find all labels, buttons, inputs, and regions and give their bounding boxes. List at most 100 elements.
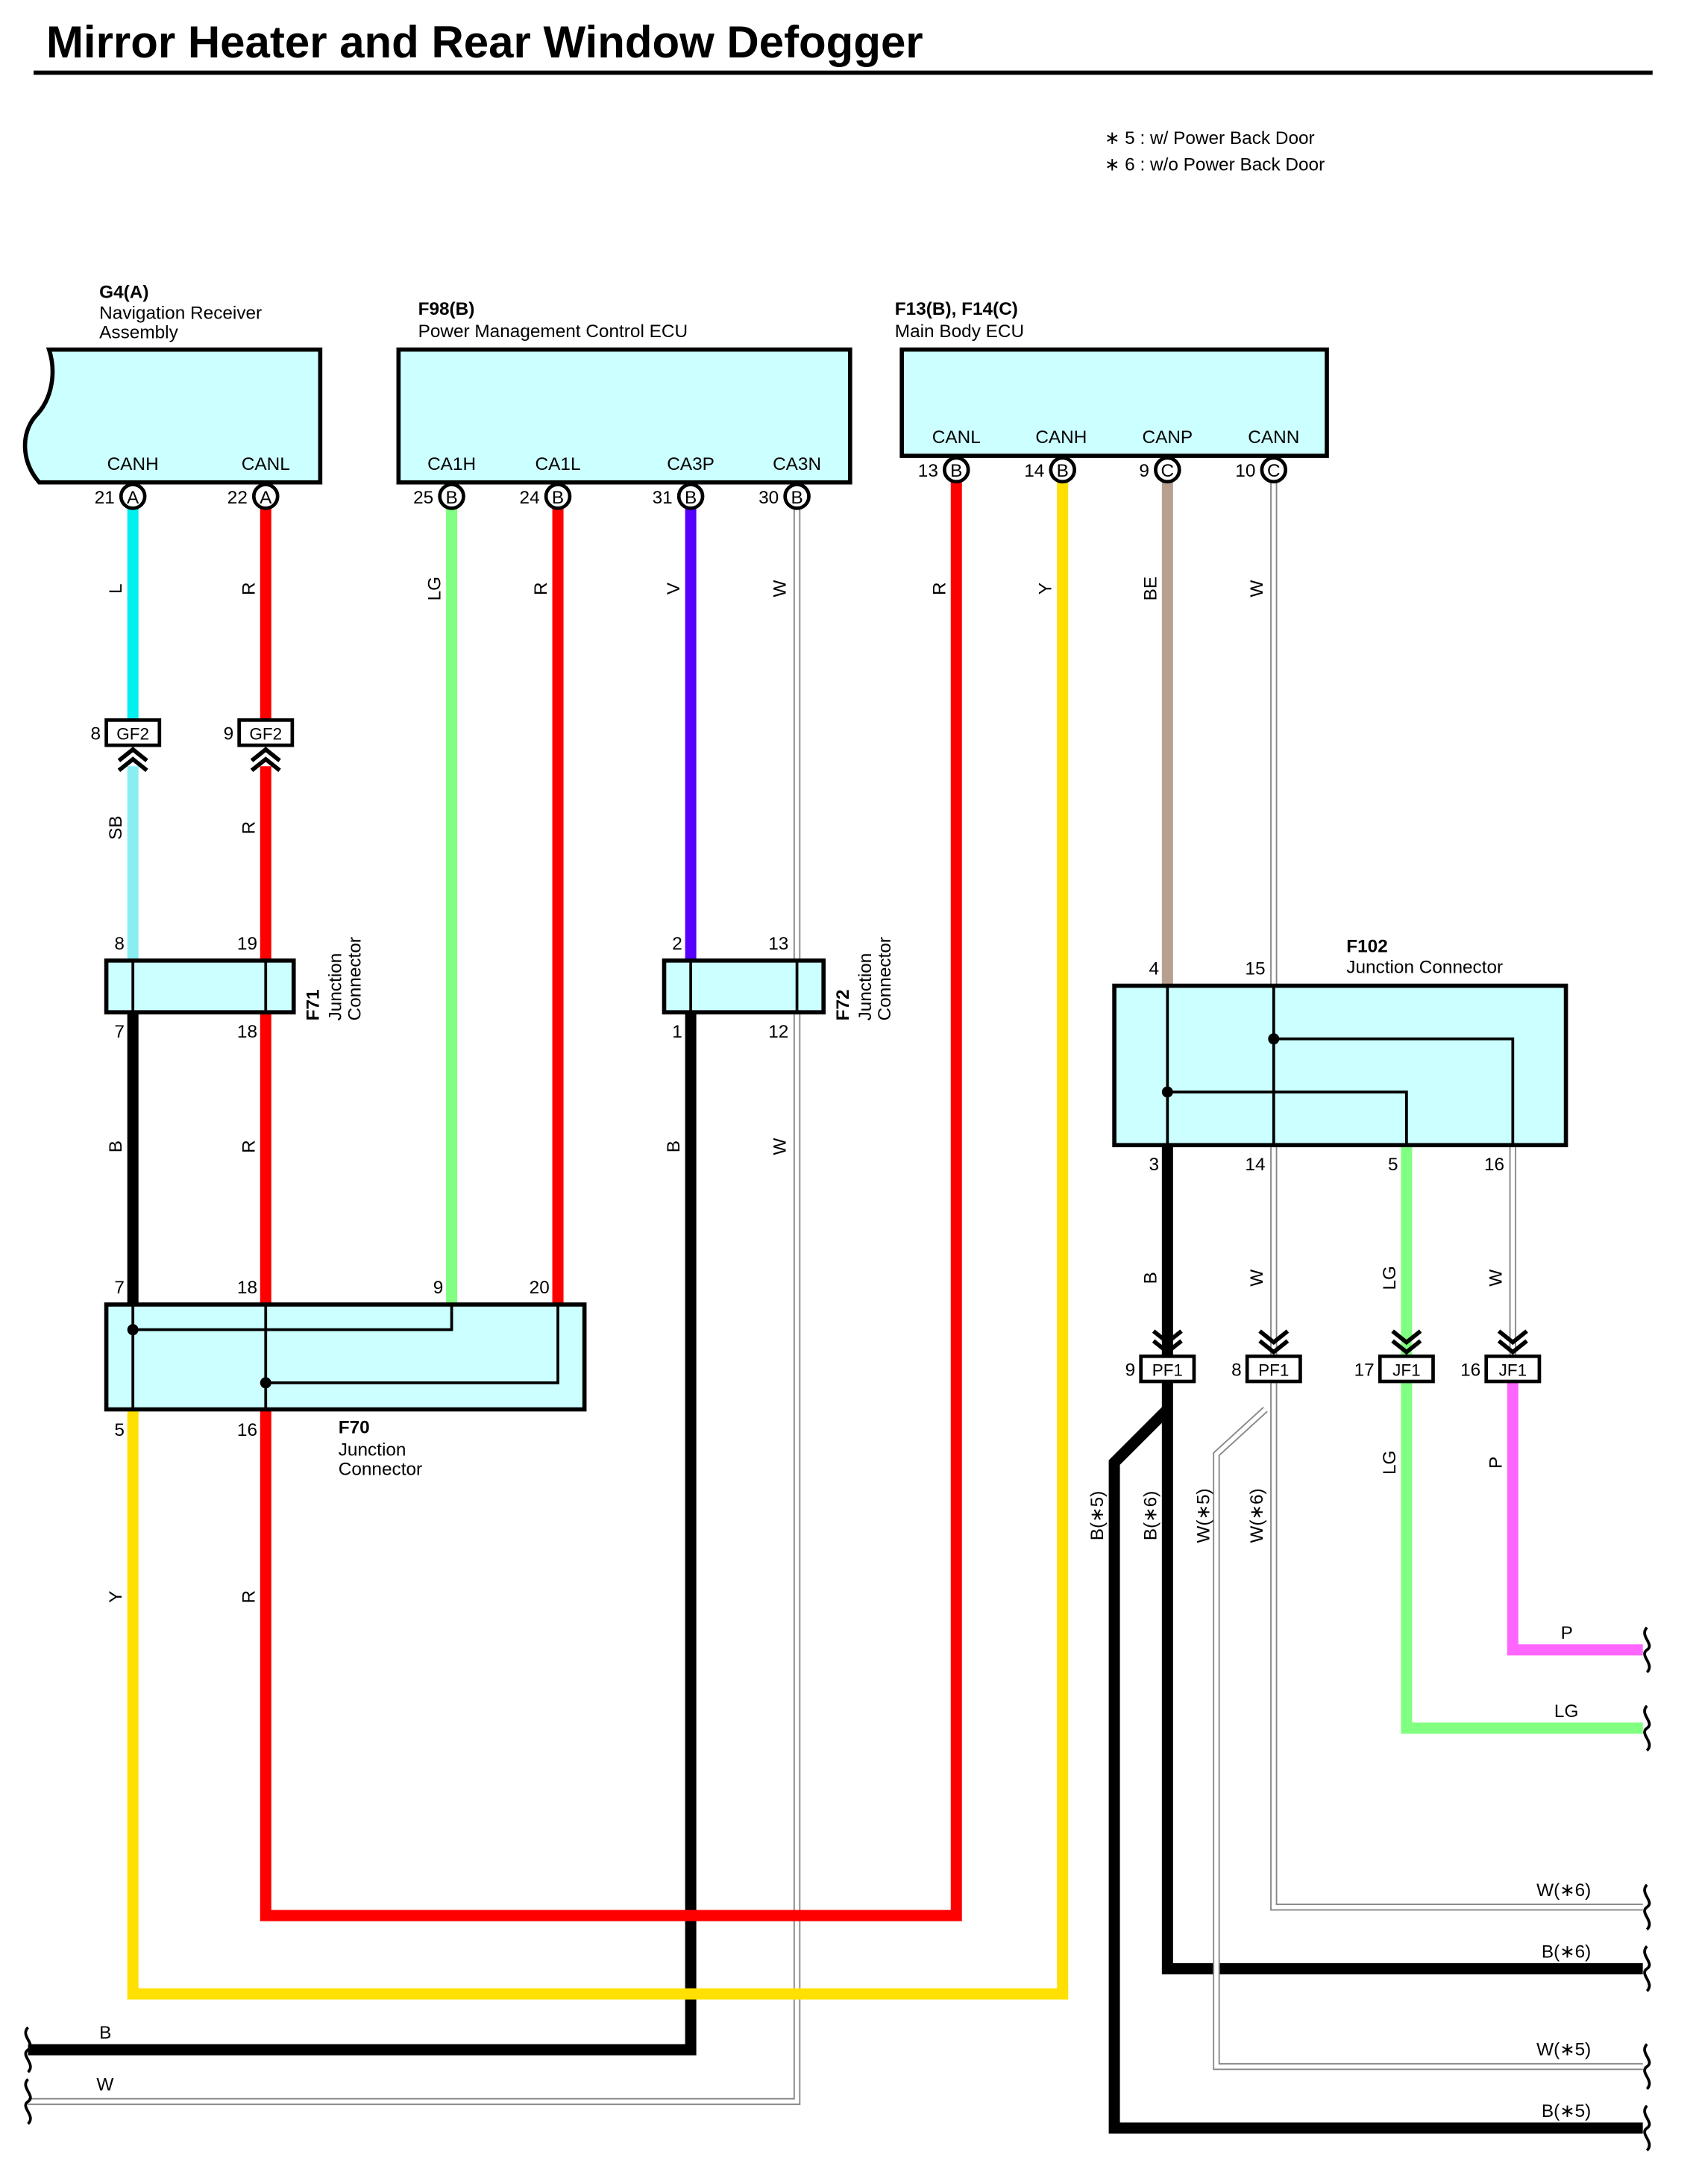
- svg-text:B: B: [552, 488, 564, 508]
- f98-pin-ca3p: CA3P: [667, 454, 714, 474]
- exit-w6: W(∗6): [1536, 1880, 1651, 1931]
- svg-text:B: B: [685, 488, 697, 508]
- f13-pin-cann: CANN: [1248, 427, 1299, 448]
- f102-bottom-pin-2: 14: [1245, 1155, 1265, 1175]
- f13-pin-canl: CANL: [932, 427, 981, 448]
- wire-w5: [1213, 1407, 1643, 2071]
- f71-code: F71: [303, 989, 323, 1020]
- g4-pin-canl: CANL: [242, 454, 290, 474]
- f72-name-2: Connector: [875, 937, 895, 1020]
- f70-top-pin-1: 7: [114, 1278, 125, 1298]
- f71-top-pin-2: 19: [237, 934, 257, 954]
- wire-label-f98-ca1h: LG: [425, 577, 445, 601]
- f13-box: [899, 347, 1329, 458]
- wire-b5: [1108, 1405, 1643, 2134]
- f71-top-pin-1: 8: [114, 934, 125, 954]
- f70-top-pin-3: 9: [433, 1278, 444, 1298]
- svg-text:21: 21: [95, 488, 115, 508]
- wire-f72-b: [28, 1012, 697, 2056]
- terminal-f98-25: B25: [413, 483, 465, 510]
- exit-b6: B(∗6): [1542, 1942, 1651, 1992]
- component-f70: F70 Junction Connector 7 18 9 20 5 16: [104, 1278, 587, 1480]
- svg-text:GF2: GF2: [249, 725, 282, 744]
- svg-text:B: B: [791, 488, 803, 508]
- f98-box: [396, 347, 852, 485]
- f70-name-1: Junction: [339, 1440, 406, 1460]
- wire-label-f102-w14: W: [1247, 1270, 1267, 1287]
- f71-name-2: Connector: [345, 937, 365, 1020]
- svg-text:W: W: [96, 2074, 113, 2094]
- g4-pin-canh: CANH: [107, 454, 159, 474]
- f102-bottom-pin-3: 5: [1388, 1155, 1398, 1175]
- terminal-f98-31: B 31: [653, 483, 705, 510]
- f102-name: Junction Connector: [1346, 958, 1503, 978]
- f70-box: [104, 1302, 587, 1412]
- wire-label-f13-canl: R: [929, 582, 949, 595]
- exit-w5: W(∗5): [1536, 2040, 1651, 2090]
- svg-text:JF1: JF1: [1499, 1361, 1527, 1380]
- svg-text:A: A: [127, 488, 139, 508]
- f72-top-pin-2: 13: [768, 934, 788, 954]
- svg-text:PF1: PF1: [1152, 1361, 1183, 1380]
- f72-top-pin-1: 2: [672, 934, 682, 954]
- wire-f72-w: [28, 1012, 801, 2106]
- f102-bottom-pin-4: 16: [1484, 1155, 1504, 1175]
- svg-text:13: 13: [918, 461, 938, 481]
- wire-label-g4-canl: R: [239, 582, 259, 595]
- f13-pin-canh: CANH: [1035, 427, 1087, 448]
- f72-bottom-pin-1: 1: [672, 1022, 682, 1042]
- exit-b5: B(∗5): [1542, 2101, 1651, 2152]
- f70-bottom-pin-2: 16: [237, 1420, 257, 1440]
- wire-label-r-mid: R: [239, 821, 259, 835]
- terminal-g4-22: A 22: [227, 483, 280, 510]
- wire-label-y-low: Y: [106, 1591, 126, 1603]
- svg-text:B(∗5): B(∗5): [1542, 2101, 1591, 2121]
- wire-label-jf1-lg: LG: [1380, 1450, 1400, 1475]
- wire-label-f13-canp: BE: [1140, 577, 1160, 601]
- svg-text:16: 16: [1460, 1361, 1480, 1381]
- f102-top-pin-1: 4: [1149, 959, 1160, 979]
- wire-label-b-mid: B: [664, 1140, 684, 1152]
- svg-text:14: 14: [1024, 461, 1044, 481]
- f13-pin-canp: CANP: [1142, 427, 1193, 448]
- inline-connector-gf2-b: GF2 9: [224, 718, 295, 773]
- svg-text:B: B: [445, 488, 457, 508]
- f70-top-pin-2: 18: [237, 1278, 257, 1298]
- svg-text:C: C: [1267, 461, 1281, 481]
- f71-name-1: Junction: [325, 953, 345, 1021]
- exit-lg: LG: [1554, 1701, 1651, 1752]
- svg-text:C: C: [1161, 461, 1175, 481]
- f71-box: [104, 958, 296, 1014]
- wire-label-jf1-p: P: [1486, 1457, 1506, 1469]
- svg-text:22: 22: [227, 488, 248, 508]
- f70-top-pin-4: 20: [530, 1278, 550, 1298]
- wire-label-b6: B(∗6): [1140, 1491, 1160, 1540]
- wire-label-w5: W(∗5): [1194, 1488, 1214, 1543]
- wire-label-r-left-mid: R: [239, 1140, 259, 1153]
- svg-text:9: 9: [1125, 1361, 1136, 1381]
- wire-f70-r: [260, 477, 962, 1921]
- svg-text:A: A: [260, 488, 272, 508]
- terminal-f98-24: B24: [520, 483, 572, 510]
- f13-code: F13(B), F14(C): [895, 299, 1018, 319]
- wire-label-f98-ca3p: V: [664, 582, 684, 594]
- wire-label-w-mid: W: [770, 1138, 791, 1155]
- inline-connector-jf1-b: JF1 16: [1460, 1329, 1542, 1384]
- terminal-f13-10: C10: [1235, 456, 1288, 484]
- f72-code: F72: [833, 989, 853, 1020]
- f70-bottom-pin-1: 5: [114, 1420, 125, 1440]
- exit-p: P: [1561, 1623, 1651, 1674]
- svg-text:PF1: PF1: [1258, 1361, 1289, 1380]
- wire-label-f98-ca1l: R: [531, 582, 551, 595]
- svg-text:31: 31: [653, 488, 673, 508]
- terminal-f13-13: B13: [918, 456, 970, 484]
- svg-text:LG: LG: [1554, 1701, 1579, 1722]
- exit-left-w_left: W: [24, 2074, 113, 2125]
- svg-text:9: 9: [224, 724, 234, 744]
- wire-b6: [1161, 1382, 1643, 1974]
- g4-name-2: Assembly: [99, 323, 178, 343]
